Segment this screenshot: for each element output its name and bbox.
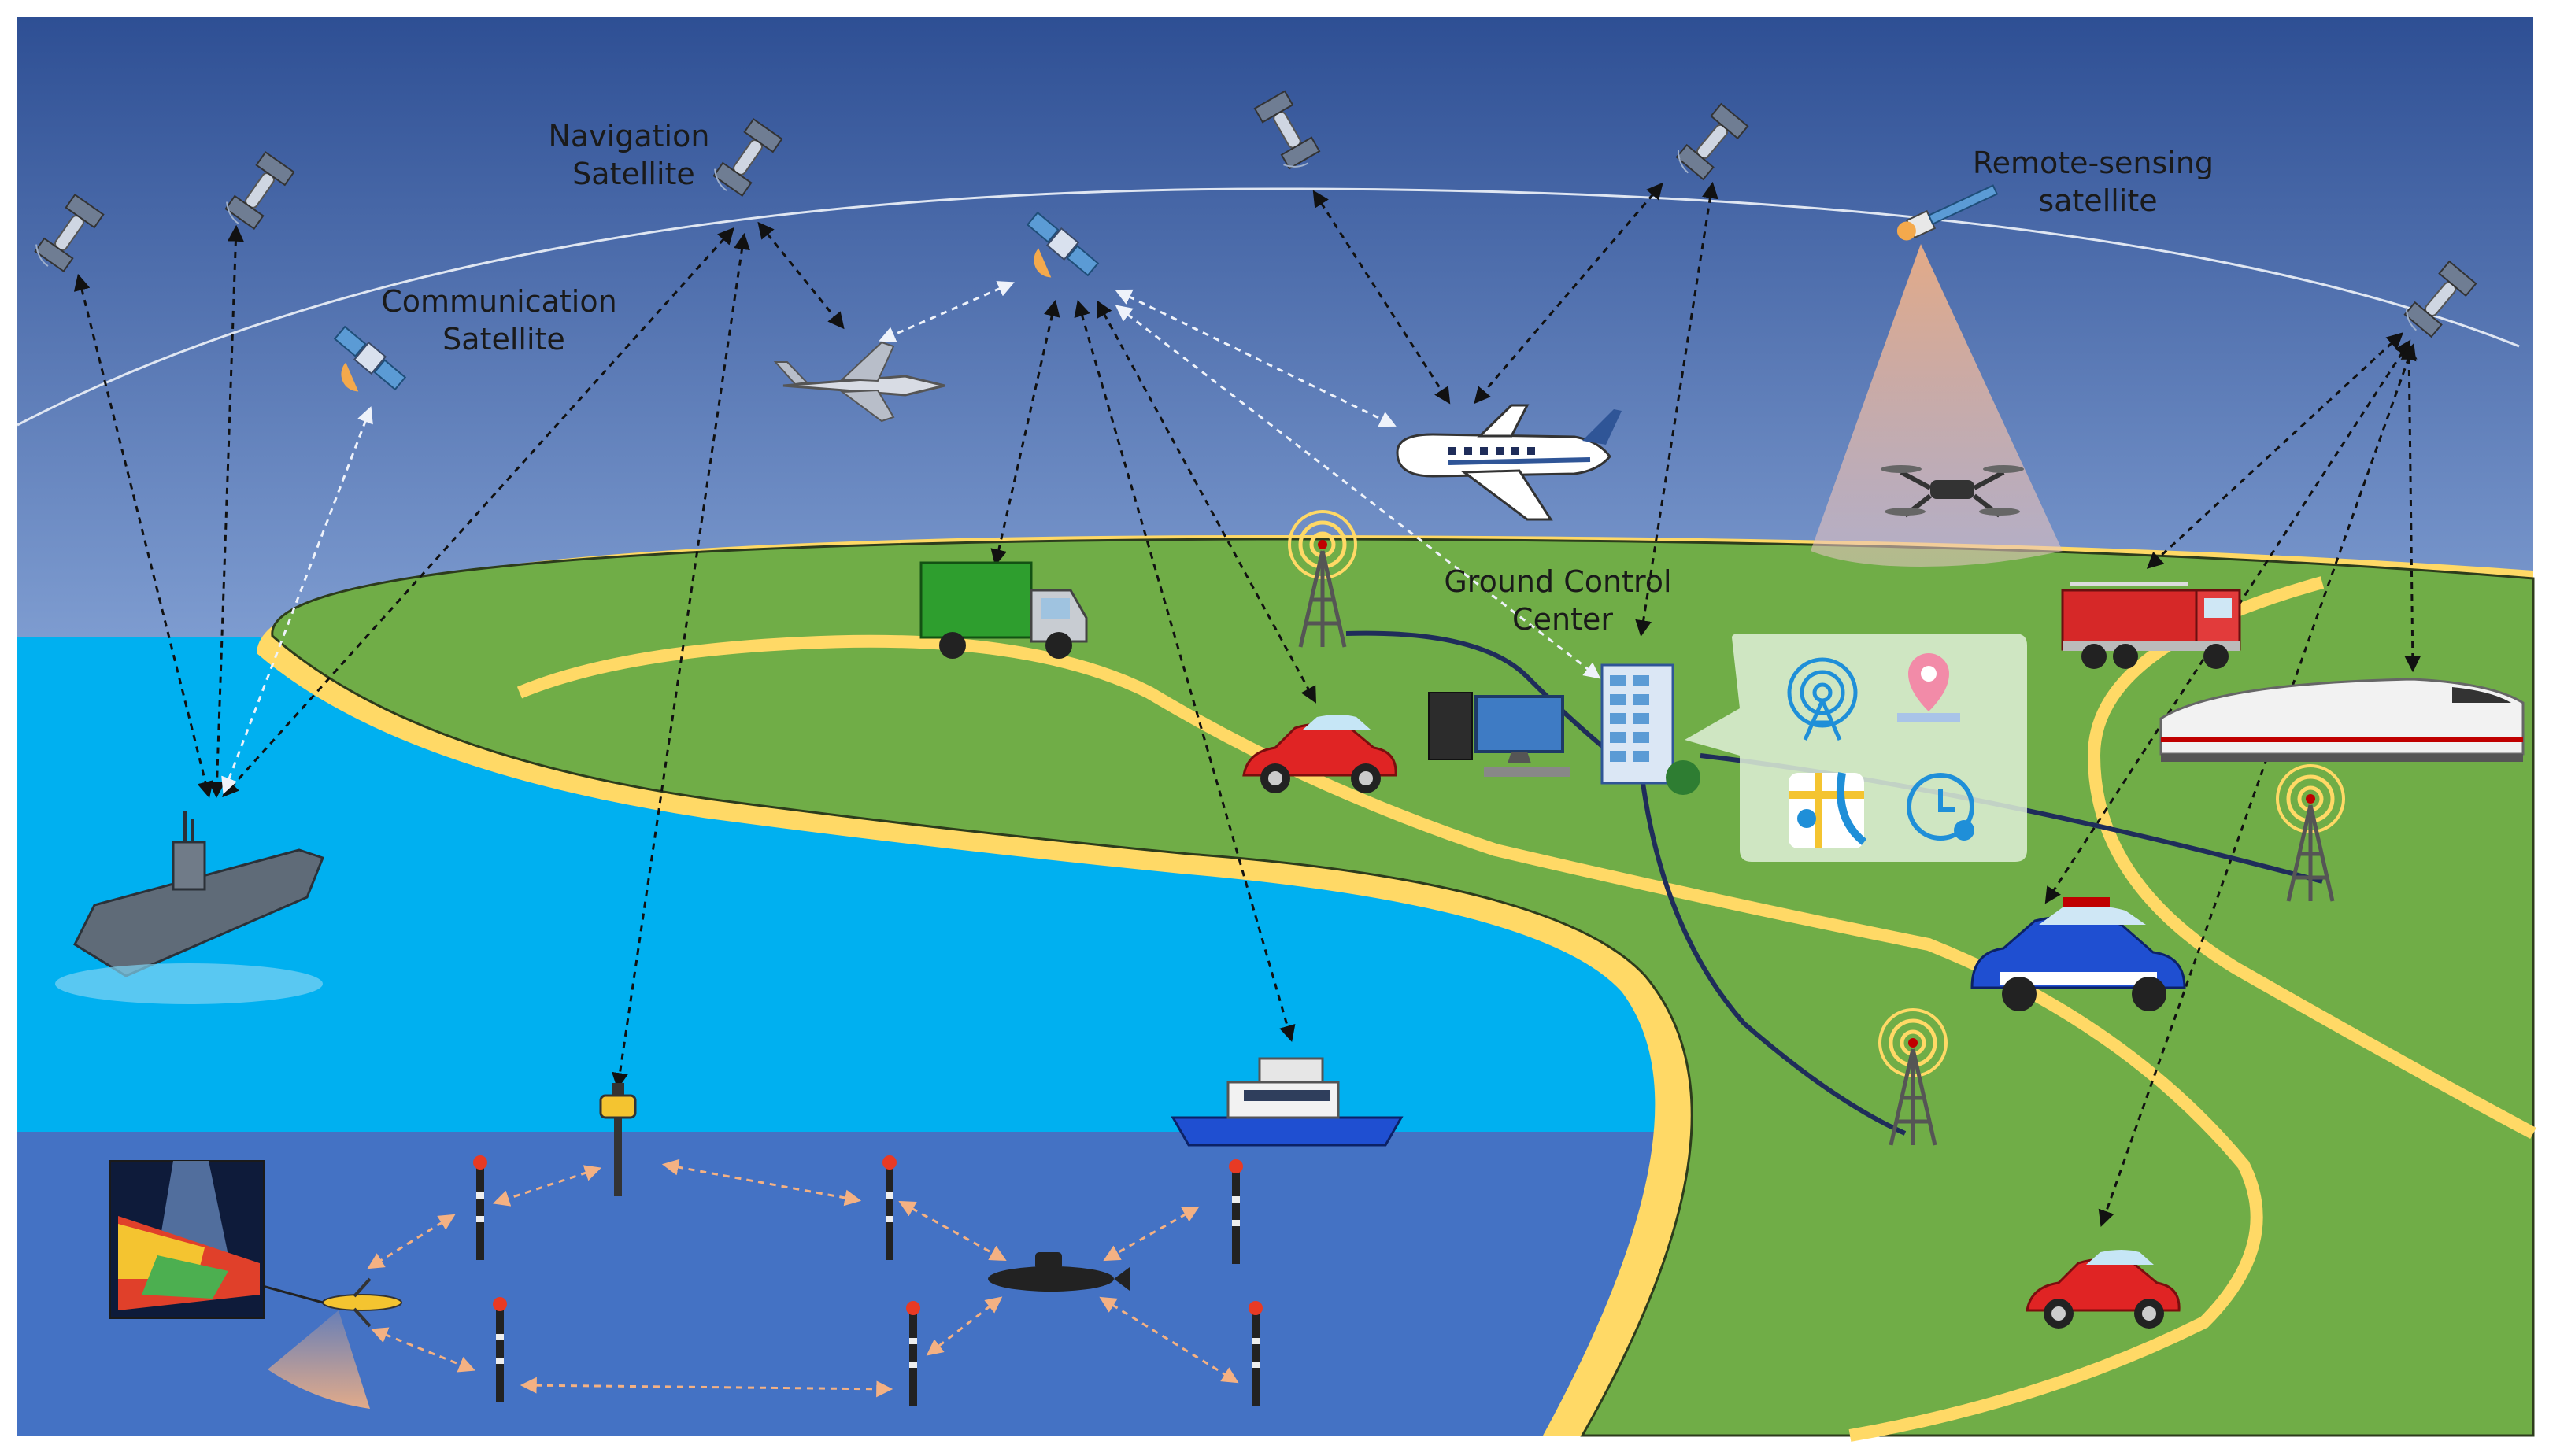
communication-satellite-label: Communication Satellite (381, 284, 627, 357)
seafloor-scan-image (109, 1160, 265, 1319)
aircraft-carrier-icon (55, 811, 324, 1004)
service-panel (1685, 634, 2027, 862)
surface-buoy-icon (599, 1083, 637, 1196)
map-navigation-icon (1789, 772, 1867, 848)
police-car-icon (1970, 897, 2186, 1011)
tower-icon (1787, 657, 1858, 741)
clock-sync-icon (1907, 773, 1974, 841)
submarine-icon (988, 1252, 1130, 1292)
underwater-links (367, 1159, 1239, 1398)
computer-workstation-icon (1428, 692, 1570, 777)
inter-satellite-links (221, 281, 1601, 794)
high-speed-train-icon (2159, 678, 2525, 762)
fire-truck-icon (2061, 582, 2241, 669)
remote-sensing-satellite-icon (1896, 184, 1999, 241)
fighter-jet-icon (773, 341, 945, 423)
underwater-glider-icon (259, 1277, 402, 1328)
road-main (516, 634, 2263, 1442)
drone-icon (1881, 465, 2024, 518)
control-building-icon (1600, 663, 1700, 795)
location-pin-icon (1897, 653, 1960, 722)
navigation-satellite-label: Navigation Satellite (548, 119, 719, 191)
passenger-plane-icon (1396, 404, 1622, 521)
ground-control-center-label: Ground Control Center (1444, 564, 1681, 637)
remote-sensing-beam (1811, 244, 2063, 567)
sonar-beam (268, 1310, 370, 1409)
remote-sensing-satellite-label: Remote-sensing satellite (1973, 146, 2223, 218)
truck-icon (919, 561, 1088, 659)
patrol-boat-icon (1171, 1057, 1404, 1147)
